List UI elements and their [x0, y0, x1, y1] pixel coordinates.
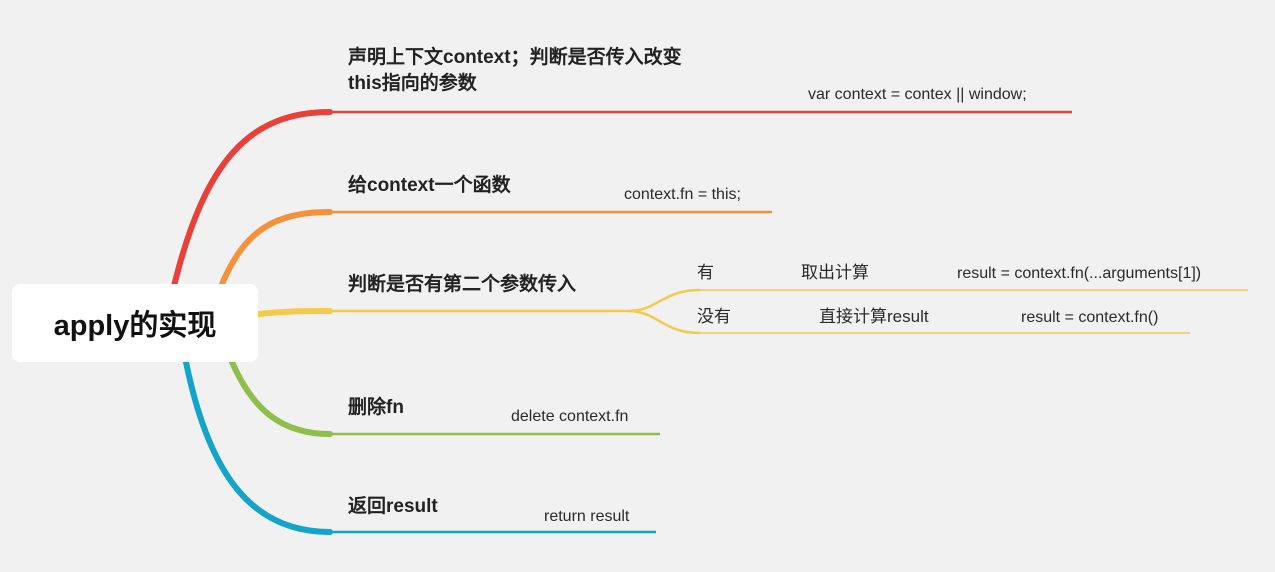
branch-3-child-2-action: 直接计算result	[819, 307, 929, 326]
branch-4-code: delete context.fn	[511, 408, 629, 425]
branch-1-title-line1: 声明上下文context；判断是否传入改变	[348, 47, 682, 68]
root-title: apply的实现	[53, 310, 217, 342]
branch-3-child-2-curve	[627, 309, 701, 335]
branch-3-child-2-code: result = context.fn()	[1021, 309, 1159, 326]
branch-3-curve	[255, 308, 333, 317]
branch-2-title[interactable]: 给context一个函数	[348, 175, 511, 196]
branch-5-curve	[183, 359, 333, 535]
branch-3-child-1-action: 取出计算	[801, 263, 869, 282]
branch-1-title[interactable]: 声明上下文context；判断是否传入改变 this指向的参数	[348, 45, 682, 97]
branch-3-child-1-label[interactable]: 有	[697, 263, 714, 282]
branch-1-curve	[171, 109, 333, 289]
branch-4-curve	[229, 359, 333, 437]
branch-3-child-1-code: result = context.fn(...arguments[1])	[957, 265, 1202, 282]
branch-1-title-line2: this指向的参数	[348, 73, 477, 94]
branch-3-child-1-curve	[627, 288, 701, 313]
branch-2-curve	[219, 209, 333, 287]
branch-3-title[interactable]: 判断是否有第二个参数传入	[348, 274, 577, 295]
branch-4-title[interactable]: 删除fn	[348, 397, 404, 418]
root-node[interactable]: apply的实现	[12, 284, 258, 362]
branch-3-child-2-label[interactable]: 没有	[697, 307, 731, 326]
branch-1-code: var context = contex || window;	[808, 86, 1027, 103]
branch-5-code: return result	[544, 508, 630, 525]
branch-2-code: context.fn = this;	[624, 186, 741, 203]
branch-5-title[interactable]: 返回result	[348, 496, 438, 517]
